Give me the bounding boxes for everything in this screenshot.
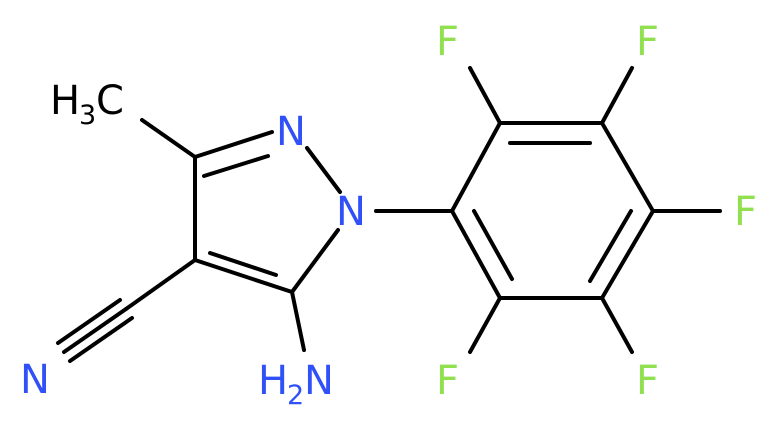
f-ortho-top-label: F [436, 19, 459, 65]
f-ortho-bottom-label: F [436, 358, 459, 404]
bond-ring-1 [450, 121, 502, 213]
amino-subscript: 2 [287, 380, 304, 411]
methyl-h-label: H [50, 78, 80, 124]
bond-cf-ortho-bottom [468, 296, 502, 354]
bond-c3-n2-inner [202, 154, 270, 178]
bond-n2-n1 [305, 146, 342, 194]
bond-n1-c5 [290, 228, 340, 294]
bonds [56, 66, 722, 363]
bond-ring-6-inner [472, 209, 514, 281]
bond-methyl-c3 [140, 118, 197, 159]
f-meta-top-label: F [636, 19, 659, 65]
methyl-subscript: 3 [79, 100, 96, 131]
bond-ring-6 [450, 209, 502, 300]
bond-nitrile-2 [56, 298, 122, 345]
bond-c4-cn [124, 258, 197, 311]
amino-n-label: N [304, 358, 334, 404]
bond-c3-n2 [193, 130, 274, 159]
bond-c5-nh2 [290, 290, 306, 352]
bond-cf-meta-top [600, 66, 634, 125]
amino-h-label: H [258, 358, 288, 404]
n2-label: N [276, 109, 306, 155]
bond-cf-ortho-top [468, 66, 502, 125]
bond-ring-4 [600, 209, 655, 300]
bond-nitrile-1 [62, 307, 128, 354]
n1-label: N [336, 189, 366, 235]
f-para-label: F [734, 189, 757, 235]
bond-ring-4-inner [588, 209, 633, 283]
nitrile-n-label: N [20, 357, 50, 403]
bond-nitrile-3 [68, 316, 134, 363]
bond-cf-meta-bottom [600, 296, 634, 354]
bond-c5-c4 [193, 258, 294, 294]
f-meta-bottom-label: F [636, 358, 659, 404]
bond-c5-c4-inner [208, 251, 278, 277]
atom-labels: H 3 C N N N H 2 N F F F F F [20, 19, 757, 411]
methyl-c-label: C [96, 78, 124, 124]
bond-ring-3 [600, 121, 655, 213]
